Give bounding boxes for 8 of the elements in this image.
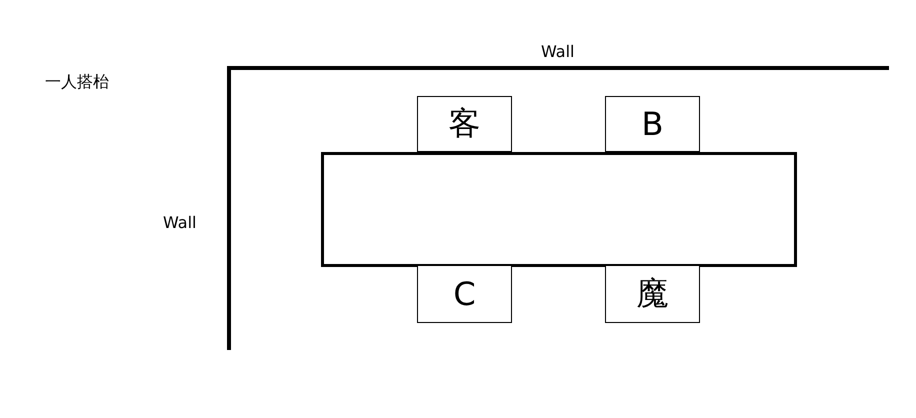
note-text: 一人搭枱 [45, 72, 109, 93]
seat-box: C [417, 265, 512, 323]
seat-box: 客 [417, 96, 512, 152]
seat-box: B [605, 96, 700, 152]
wall-label: Wall [163, 213, 196, 232]
seat-box: 魔 [605, 265, 700, 323]
table-shape [321, 152, 797, 267]
wall-label: Wall [541, 42, 574, 61]
